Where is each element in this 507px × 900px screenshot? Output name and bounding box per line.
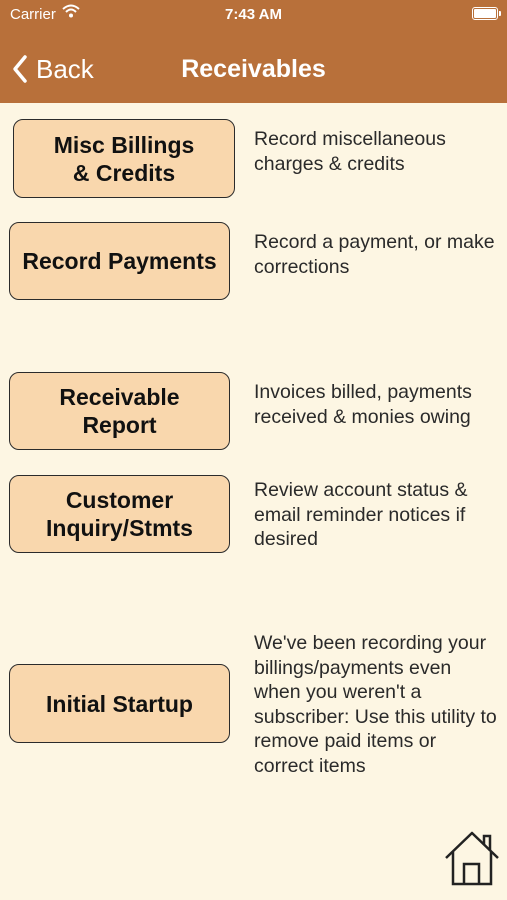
nav-header: Carrier 7:43 AM Back Receivables [0,0,507,103]
record-payments-description: Record a payment, or make corrections [254,231,495,278]
page-title: Receivables [181,55,326,83]
receivable-report-description: Invoices billed, payments received & mon… [254,381,472,428]
misc-billings-description: Record miscellaneous charges & credits [254,128,446,175]
carrier-label: Carrier [10,6,56,23]
customer-inquiry-button[interactable]: Customer Inquiry/Stmts [9,475,230,553]
receivable-report-button[interactable]: Receivable Report [9,372,230,450]
home-button[interactable] [443,828,501,891]
customer-inquiry-description: Review account status & email reminder n… [254,479,468,550]
home-icon [445,831,499,886]
initial-startup-description: We've been recording your billings/payme… [254,632,497,777]
record-payments-button[interactable]: Record Payments [9,222,230,300]
back-label: Back [36,53,94,84]
status-bar: Carrier 7:43 AM [0,0,507,28]
clock: 7:43 AM [225,6,282,23]
wifi-icon [62,4,80,22]
initial-startup-button[interactable]: Initial Startup [9,664,230,743]
chevron-left-icon [13,55,27,83]
battery-icon [472,7,501,20]
misc-billings-button[interactable]: Misc Billings & Credits [13,119,235,198]
back-button[interactable]: Back [12,52,94,86]
